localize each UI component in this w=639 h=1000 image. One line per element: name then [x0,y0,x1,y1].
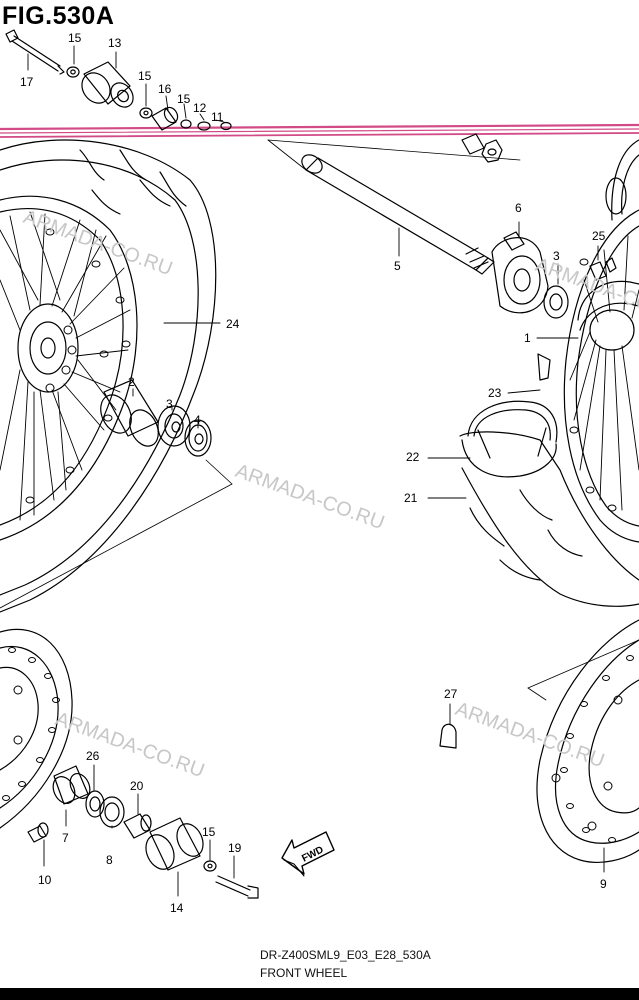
callout-19: 19 [228,841,242,855]
washer-26 [85,764,105,818]
collar-16 [151,106,179,131]
left-wheel-assembly [0,139,217,613]
bearing-3-right [543,263,569,319]
callout-26: 26 [86,749,100,763]
callout-10: 10 [38,873,52,887]
spacer-13 [81,61,134,108]
figure-name: FRONT WHEEL [260,966,348,980]
callout-11: 11 [211,110,224,124]
rim-band-23 [507,353,551,394]
callout-14: 14 [170,901,184,915]
callout-13: 13 [108,36,122,50]
callout-2: 2 [128,375,135,389]
callout-15: 15 [202,825,216,839]
bearing-8 [99,796,125,829]
callout-22: 22 [406,450,420,464]
left-brake-disc [0,628,73,829]
callout-15: 15 [68,31,82,45]
callout-6: 6 [515,201,522,215]
callout-25: 25 [592,229,606,243]
bottom-bar [0,988,639,1000]
front-axle-5 [301,154,495,275]
washer-15a [66,66,80,78]
spacer-20 [123,793,152,839]
washer-15b [139,107,153,119]
spacer-14 [145,817,204,897]
right-wheel-assembly [459,139,639,607]
callout-15: 15 [177,92,191,106]
right-brake-disc [536,619,639,873]
bearing-3-left [157,405,191,447]
disc-bolt-10 [27,822,49,867]
callout-15: 15 [138,69,152,83]
callout-16: 16 [158,82,172,96]
callout-17: 17 [20,75,34,89]
axle-bolt-17 [5,29,65,75]
callout-5: 5 [394,259,401,273]
figure-title: FIG.530A [2,2,115,30]
speedometer-gearbox-6 [491,221,549,314]
washer-15d [203,839,217,872]
callout-20: 20 [130,779,144,793]
cap-27 [439,703,457,749]
callout-4: 4 [194,413,201,427]
figure-code: DR-Z400SML9_E03_E28_530A [260,948,431,962]
callout-9: 9 [600,877,607,891]
callout-24: 24 [226,317,240,331]
callout-21: 21 [404,491,418,505]
callout-3: 3 [553,249,560,263]
callout-27: 27 [444,687,458,701]
callout-23: 23 [488,386,502,400]
small-parts-12-11 [180,119,232,131]
callout-8: 8 [106,853,113,867]
spacer-7 [52,765,91,827]
tube-22 [461,400,558,478]
callout-3: 3 [166,397,173,411]
bolt-19 [215,855,259,899]
axle-nut-near-band [461,133,503,163]
callout-7: 7 [62,831,69,845]
separator-band [0,123,639,138]
callout-12: 12 [193,101,207,115]
forward-arrow-icon [281,831,335,877]
callout-1: 1 [524,331,531,345]
